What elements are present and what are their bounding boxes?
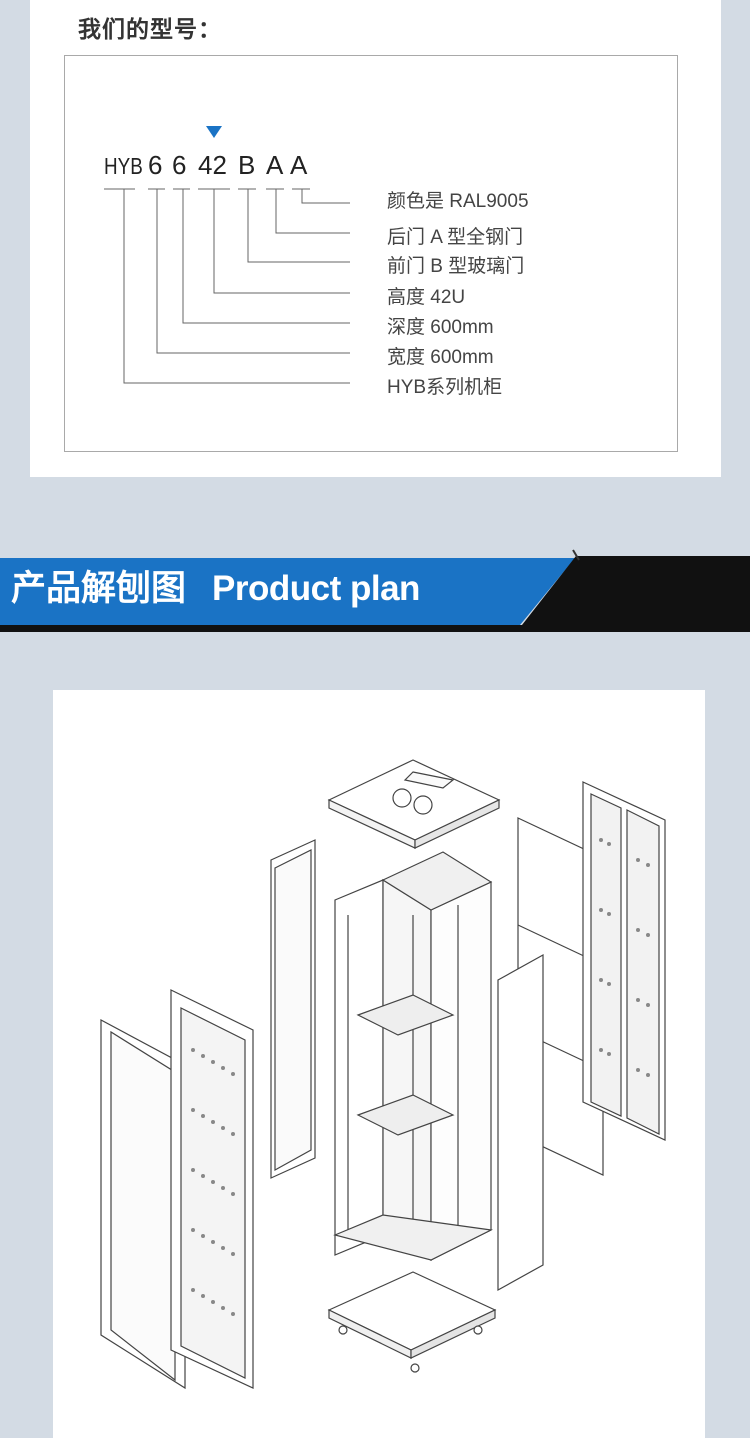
- section-banner: [0, 549, 750, 632]
- perforation-pattern: [191, 838, 650, 1316]
- model-section-title: 我们的型号：: [78, 17, 222, 43]
- exploded-cabinet-diagram: [100, 759, 666, 1390]
- desc-front-door: 前门 B 型玻璃门: [387, 256, 525, 277]
- diagram-card: [53, 690, 705, 1438]
- desc-color: 颜色是 RAL9005: [387, 191, 529, 212]
- connector-lines: [104, 188, 350, 384]
- code-height: 42: [198, 150, 227, 180]
- code-width: 6: [148, 150, 163, 180]
- code-color: A: [290, 150, 308, 180]
- desc-series: HYB系列机柜: [387, 377, 503, 398]
- model-card: 我们的型号： HYB 6 6 42 B A A 颜色是 RAL9005 后门 A…: [30, 0, 721, 477]
- banner-title-cn: 产品解刨图: [11, 569, 187, 609]
- desc-rear-door: 后门 A 型全钢门: [387, 227, 524, 248]
- desc-depth: 深度 600mm: [387, 317, 494, 338]
- model-code-box: [64, 55, 678, 452]
- desc-height: 高度 42U: [387, 287, 466, 308]
- banner-title: 产品解刨图 Product plan: [11, 560, 420, 611]
- desc-width: 宽度 600mm: [387, 347, 494, 368]
- code-prefix: HYB: [104, 153, 143, 179]
- banner-title-en: Product plan: [212, 569, 420, 608]
- triangle-marker-icon: [206, 126, 222, 138]
- code-depth: 6: [172, 150, 187, 180]
- code-rear-door: A: [266, 150, 284, 180]
- code-front-door: B: [238, 150, 256, 180]
